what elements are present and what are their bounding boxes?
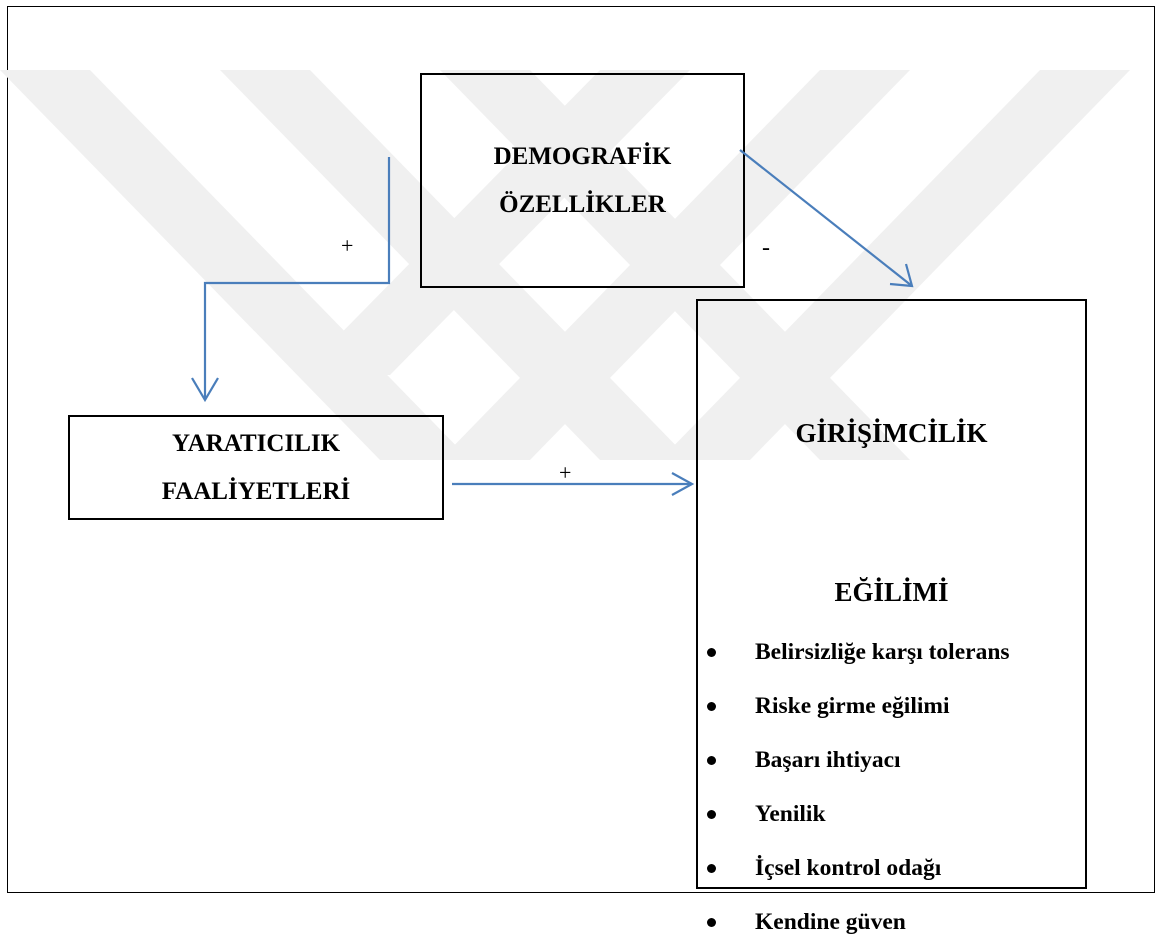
list-item: İçsel kontrol odağı xyxy=(698,841,1085,895)
creativity-title-line2: FAALİYETLERİ xyxy=(161,477,351,505)
entrepreneurship-title-line2: EĞİLİMİ xyxy=(834,577,949,607)
demographic-box: DEMOGRAFİK ÖZELLİKLER xyxy=(420,73,745,288)
arrow-demographic-to-creativity xyxy=(203,157,391,400)
trait-label: Yenilik xyxy=(755,801,826,827)
creativity-box: YARATICILIK FAALİYETLERİ xyxy=(68,415,444,520)
trait-label: Belirsizliğe karşı tolerans xyxy=(755,639,1010,665)
bullet-icon xyxy=(707,756,716,765)
edge-sign-negative: - xyxy=(762,235,770,261)
bullet-icon xyxy=(707,864,716,873)
creativity-title-line1: YARATICILIK xyxy=(171,430,341,457)
bullet-icon xyxy=(707,810,716,819)
edge-sign-positive: + xyxy=(341,233,354,258)
arrowhead-icon xyxy=(671,472,695,496)
bullet-icon xyxy=(707,648,716,657)
watermark-logo xyxy=(0,70,1130,460)
list-item: Yenilik xyxy=(698,787,1085,841)
entrepreneurship-title-line1: GİRİŞİMCİLİK xyxy=(795,418,988,448)
trait-label: Başarı ihtiyacı xyxy=(755,747,901,773)
connector-layer xyxy=(191,149,914,496)
diagram-frame xyxy=(7,6,1155,893)
list-item: Belirsizliğe karşı tolerans xyxy=(698,625,1085,679)
edge-sign-positive: + xyxy=(559,460,572,485)
trait-label: İçsel kontrol odağı xyxy=(755,855,942,881)
arrow-demographic-to-entrepreneurship xyxy=(739,149,913,287)
arrowhead-icon xyxy=(889,263,914,288)
bullet-icon xyxy=(707,702,716,711)
demographic-title-line1: DEMOGRAFİK xyxy=(493,143,672,170)
trait-label: Kendine güven xyxy=(755,909,906,935)
list-item: Kendine güven xyxy=(698,895,1085,949)
trait-label: Riske girme eğilimi xyxy=(755,693,950,719)
bullet-icon xyxy=(707,918,716,927)
demographic-title-line2: ÖZELLİKLER xyxy=(499,190,666,218)
list-item: Riske girme eğilimi xyxy=(698,679,1085,733)
list-item: Başarı ihtiyacı xyxy=(698,733,1085,787)
arrowhead-icon xyxy=(191,377,219,403)
